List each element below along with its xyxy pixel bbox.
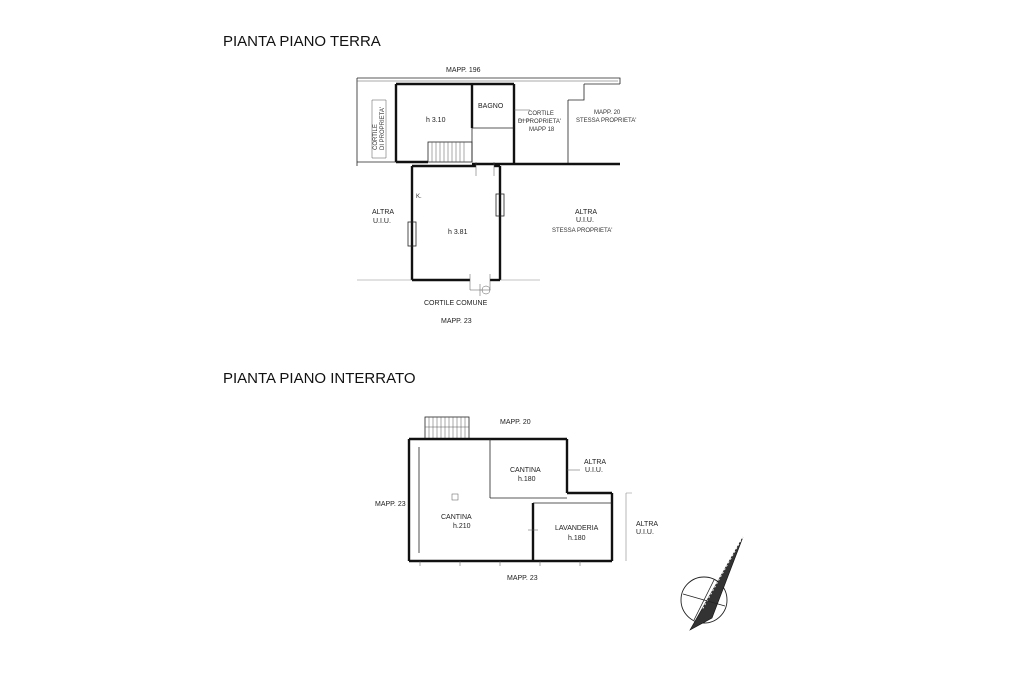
- altra-far-label-1: ALTRA: [636, 521, 658, 528]
- cortile-comune-label: CORTILE COMUNE: [424, 300, 488, 307]
- cantina-small-height: h.180: [518, 476, 536, 483]
- lavanderia-label: LAVANDERIA: [555, 525, 599, 532]
- mapp-right-label-1: MAPP. 20: [594, 110, 621, 116]
- room-height-main: h 3.81: [448, 229, 468, 236]
- altra-right-label-3: STESSA PROPRIETA': [552, 228, 612, 234]
- basement-mapp-top: MAPP. 20: [500, 419, 531, 426]
- cortile-right-label-2: DI PROPRIETA': [518, 119, 561, 125]
- altra-far-label-2: U.I.U.: [636, 529, 654, 536]
- north-arrow-icon: [680, 536, 744, 631]
- ground-mapp-bottom: MAPP. 23: [441, 318, 472, 325]
- k-label: K.: [416, 194, 422, 200]
- altra-right-label-1: ALTRA: [575, 209, 597, 216]
- cortile-right-label-3: MAPP 18: [529, 127, 555, 133]
- ground-floor-plan: [356, 77, 621, 296]
- cortile-left-label-2: DI PROPRIETA': [380, 107, 386, 150]
- altra-basement-label-1: ALTRA: [584, 459, 606, 466]
- lavanderia-height: h.180: [568, 535, 586, 542]
- basement-heading: PIANTA PIANO INTERRATO: [223, 370, 416, 387]
- altra-left-label-2: U.I.U.: [373, 218, 391, 225]
- ground-floor-heading: PIANTA PIANO TERRA: [223, 33, 381, 50]
- cantina-main-label: CANTINA: [441, 514, 472, 521]
- altra-basement-label-2: U.I.U.: [585, 467, 603, 474]
- basement-mapp-bottom: MAPP. 23: [507, 575, 538, 582]
- cantina-small-label: CANTINA: [510, 467, 541, 474]
- basement-mapp-left: MAPP. 23: [375, 501, 406, 508]
- cortile-right-label-1: CORTILE: [528, 111, 554, 117]
- room-height-upper: h 3.10: [426, 117, 446, 124]
- ground-mapp-top: MAPP. 196: [446, 67, 481, 74]
- basement-plan: [407, 416, 632, 566]
- mapp-right-label-2: STESSA PROPRIETA': [576, 118, 636, 124]
- altra-right-label-2: U.I.U.: [576, 217, 594, 224]
- bagno-label: BAGNO: [478, 103, 504, 110]
- altra-left-label-1: ALTRA: [372, 209, 394, 216]
- cortile-left-label-1: CORTILE: [373, 124, 379, 150]
- cantina-main-height: h.210: [453, 523, 471, 530]
